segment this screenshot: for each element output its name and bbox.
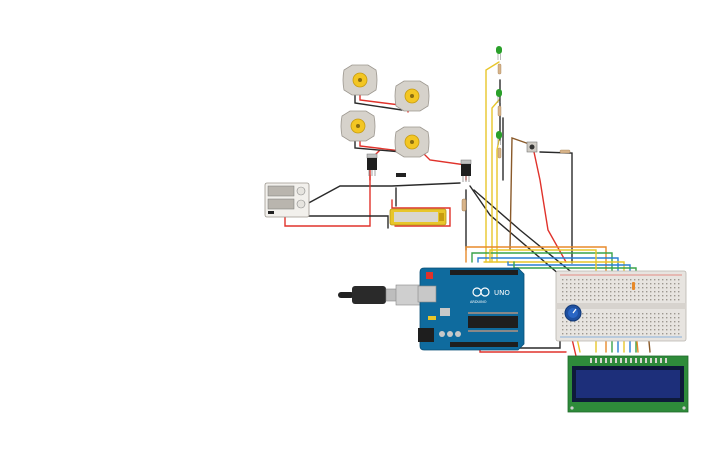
- arduino-uno: UNO ARDUINO: [417, 267, 525, 351]
- led-2: [496, 89, 502, 103]
- led-resistor-2: [497, 105, 502, 117]
- wire-button-black: [539, 151, 573, 264]
- arduino-logo-text: UNO: [494, 289, 510, 297]
- lcd-pins: [590, 358, 667, 363]
- wire-motor-black-2: [354, 139, 403, 153]
- potentiometer: [564, 304, 582, 322]
- leds: [496, 46, 502, 159]
- dc-motors: [340, 64, 430, 158]
- wire-relay-black: [291, 182, 461, 213]
- arduino-brand-text: ARDUINO: [470, 300, 487, 304]
- wire-button-red: [533, 151, 567, 263]
- led-3: [496, 131, 502, 145]
- wire-tr-arduino: [469, 185, 561, 276]
- motor-1: [342, 64, 378, 96]
- wire-tr-arduino-2: [473, 189, 576, 276]
- relay-module: [264, 182, 310, 218]
- led-resistor-3: [497, 147, 502, 159]
- resistor-battery: [461, 198, 467, 212]
- wire-motor-red-4: [419, 149, 467, 181]
- led-resistor-1: [497, 63, 502, 75]
- button-resistor: [559, 149, 571, 154]
- wire-motor-black-1: [354, 94, 403, 111]
- usb-cable: [338, 284, 425, 306]
- breadboard-holes: [562, 279, 680, 335]
- motor-3: [340, 110, 376, 142]
- wire-relay-red: [284, 174, 371, 227]
- wire-led-2: [491, 99, 500, 263]
- led-1: [496, 46, 502, 60]
- lcd-16x2: [567, 355, 689, 413]
- battery: [389, 208, 447, 226]
- wire-led-3: [496, 139, 500, 263]
- transistor-right: [460, 159, 472, 182]
- breadboard: [555, 270, 687, 342]
- motor-2: [394, 80, 430, 112]
- transistor-left: [366, 153, 378, 176]
- push-button: [526, 141, 538, 153]
- wire-button-brown: [509, 137, 533, 251]
- wire-led-1: [485, 61, 500, 263]
- bb-resistor: [632, 282, 635, 290]
- motor-4: [394, 126, 430, 158]
- diode: [396, 173, 406, 177]
- wire-battery-red: [391, 199, 451, 227]
